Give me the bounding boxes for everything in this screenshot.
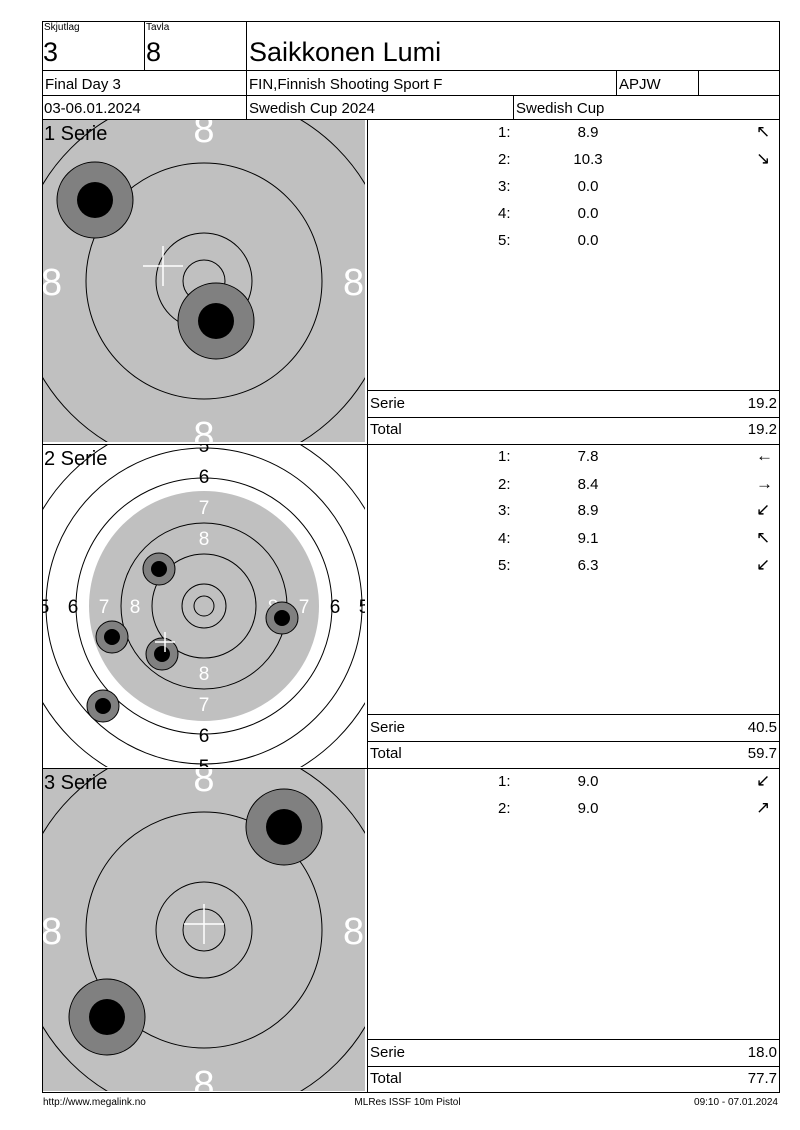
ring-label: 6: [330, 597, 341, 618]
shot-number: 2:: [498, 476, 511, 493]
shot-value: 0.0: [577, 178, 599, 195]
shot-direction-icon: ↗: [756, 798, 771, 817]
club-name: FIN,Finnish Shooting Sport F: [249, 76, 443, 93]
competition-name: Swedish Cup 2024: [249, 100, 375, 117]
shot-hole-center: [198, 303, 234, 339]
tavla-label: Tavla: [146, 22, 170, 33]
skjutlag-label: Skjutlag: [44, 22, 80, 33]
ring-label: 7: [99, 597, 110, 618]
class-code: APJW: [619, 76, 661, 93]
shot-direction-icon: →: [756, 474, 773, 493]
ring-label: 8: [199, 664, 210, 685]
ring-label: 7: [199, 498, 210, 519]
ring-label: 8: [193, 120, 214, 151]
shot-hole-center: [89, 999, 125, 1035]
shot-hole-center: [274, 610, 290, 626]
serie-score: 40.5: [747, 719, 777, 736]
ring-label: 5: [199, 445, 210, 457]
shooter-name: Saikkonen Lumi: [249, 37, 442, 67]
shot-value: 0.0: [577, 232, 599, 249]
ring-label: 8: [130, 597, 141, 618]
shot-number: 2:: [498, 151, 511, 168]
ring-label: 7: [299, 597, 310, 618]
shot-direction-icon: ↖: [756, 122, 771, 141]
serie-label: Serie: [370, 1044, 406, 1061]
shot-number: 4:: [498, 205, 511, 222]
shot-direction-icon: ↙: [756, 500, 771, 519]
ring-label: 5: [43, 597, 49, 618]
shot-number: 3:: [498, 502, 511, 519]
serie-score: 18.0: [747, 1044, 777, 1061]
ring-label: 5: [199, 757, 210, 767]
shot-number: 5:: [498, 232, 511, 249]
shot-hole-center: [95, 698, 111, 714]
shot-direction-icon: ↙: [756, 771, 771, 790]
ring-label: 8: [193, 1064, 214, 1091]
shot-direction-icon: ↘: [756, 149, 771, 168]
total-label: Total: [370, 745, 402, 762]
total-label: Total: [370, 421, 402, 438]
shot-direction-icon: ↙: [756, 555, 771, 574]
ring-label: 8: [193, 415, 214, 442]
shot-value: 7.8: [577, 448, 599, 465]
total-score: 19.2: [747, 421, 777, 438]
competition-dates: 03-06.01.2024: [44, 100, 141, 117]
target-3: 8 8 8 8 3 Serie: [43, 769, 365, 1091]
ring-label: 6: [199, 467, 210, 488]
shot-number: 3:: [498, 178, 511, 195]
shot-value: 9.1: [577, 530, 599, 547]
footer-timestamp: 09:10 - 07.01.2024: [694, 1097, 778, 1108]
shot-number: 1:: [498, 448, 511, 465]
shot-value: 8.4: [577, 476, 599, 493]
ring-label: 8: [199, 529, 210, 550]
event-name: Final Day 3: [45, 76, 121, 93]
ring-label: 8: [343, 262, 364, 304]
shot-number: 5:: [498, 557, 511, 574]
ring-label: 8: [43, 911, 62, 953]
shot-hole-center: [154, 646, 170, 662]
shot-hole-center: [266, 809, 302, 845]
series-title: 2 Serie: [44, 448, 107, 470]
shot-direction-icon: ↖: [756, 528, 771, 547]
shot-hole-center: [151, 561, 167, 577]
ring-label: 5: [359, 597, 365, 618]
series-name: Swedish Cup: [516, 100, 605, 117]
shot-value: 9.0: [577, 773, 599, 790]
ring-label: 6: [68, 597, 79, 618]
series-title: 3 Serie: [44, 772, 107, 794]
shot-direction-icon: ←: [756, 446, 773, 465]
skjutlag-value: 3: [43, 37, 59, 67]
serie-label: Serie: [370, 395, 406, 412]
serie-label: Serie: [370, 719, 406, 736]
ring-label: 7: [199, 695, 210, 716]
footer-software: MLRes ISSF 10m Pistol: [354, 1097, 461, 1108]
shot-hole-center: [104, 629, 120, 645]
shot-value: 6.3: [577, 557, 599, 574]
ring-label: 8: [193, 769, 214, 800]
ring-label: 8: [43, 262, 62, 304]
shot-value: 0.0: [577, 205, 599, 222]
shot-value: 8.9: [577, 124, 599, 141]
total-label: Total: [370, 1070, 402, 1087]
total-score: 77.7: [747, 1070, 777, 1087]
target-2: 5 6 7 8 8 7 6 5 5 6 7 8 8 7 6 5 2 Serie: [43, 445, 365, 767]
ring-label: 6: [199, 726, 210, 747]
tavla-value: 8: [146, 37, 162, 67]
shot-hole-center: [77, 182, 113, 218]
series-title: 1 Serie: [44, 123, 107, 145]
shot-value: 8.9: [577, 502, 599, 519]
total-score: 59.7: [747, 745, 777, 762]
ring-label: 8: [343, 911, 364, 953]
shot-number: 1:: [498, 773, 511, 790]
serie-score: 19.2: [747, 395, 777, 412]
shot-number: 2:: [498, 800, 511, 817]
shot-number: 4:: [498, 530, 511, 547]
target-1: 8 8 8 8 1 Serie: [43, 120, 365, 442]
shot-number: 1:: [498, 124, 511, 141]
footer-url[interactable]: http://www.megalink.no: [43, 1097, 146, 1108]
shot-value: 9.0: [577, 800, 599, 817]
shot-value: 10.3: [573, 151, 603, 168]
